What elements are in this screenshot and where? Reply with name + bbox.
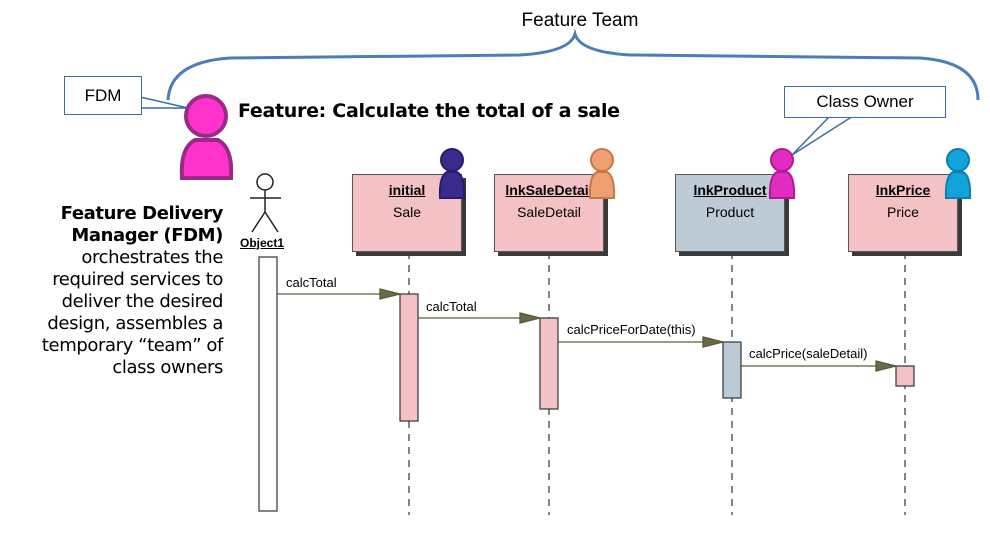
feature-team-label: Feature Team — [521, 10, 639, 31]
object-name: initial — [388, 182, 426, 198]
object-box-sale: initial Sale — [352, 174, 462, 252]
fdm-callout-pointer — [139, 96, 189, 109]
object-name: lnkProduct — [693, 182, 767, 198]
activation-sale — [399, 293, 419, 422]
activation-saledetail — [539, 317, 559, 410]
object-class: SaleDetail — [517, 204, 581, 220]
object-box-product: lnkProduct Product — [675, 174, 785, 252]
actor-stick-figure-icon — [250, 173, 281, 233]
class-owner-callout-label: Class Owner — [816, 92, 914, 111]
class-owner-callout-pointer — [791, 115, 854, 156]
team-brace — [166, 28, 980, 101]
object-class: Sale — [392, 204, 422, 220]
activation-product — [722, 341, 742, 399]
fdm-person-icon — [179, 94, 234, 180]
activation-price — [895, 365, 915, 387]
message-label-4: calcPrice(saleDetail) — [749, 346, 868, 361]
message-label-2: calcTotal — [426, 299, 477, 314]
class-owner-callout: Class Owner — [784, 86, 946, 118]
object-class: Price — [887, 204, 919, 220]
activation-object1 — [258, 256, 278, 512]
actor-label: Object1 — [240, 236, 285, 250]
fdm-description-title: Feature Delivery Manager (FDM) — [60, 203, 224, 246]
fdm-description-body: orchestrates the required services to de… — [41, 247, 224, 378]
feature-title: Feature: Calculate the total of a sale — [238, 100, 620, 122]
object-class: Product — [705, 204, 755, 220]
object-box-price: lnkPrice Price — [848, 174, 958, 252]
object-box-saledetail: lnkSaleDetail SaleDetail — [494, 174, 604, 252]
fdm-description: Feature Delivery Manager (FDM) orchestra… — [20, 203, 224, 379]
fdm-callout-label: FDM — [84, 86, 122, 105]
object-name: lnkPrice — [875, 182, 931, 198]
message-label-1: calcTotal — [286, 275, 337, 290]
object-name: lnkSaleDetail — [505, 182, 593, 198]
message-label-3: calcPriceForDate(this) — [567, 322, 696, 337]
fdm-callout: FDM — [64, 76, 142, 115]
